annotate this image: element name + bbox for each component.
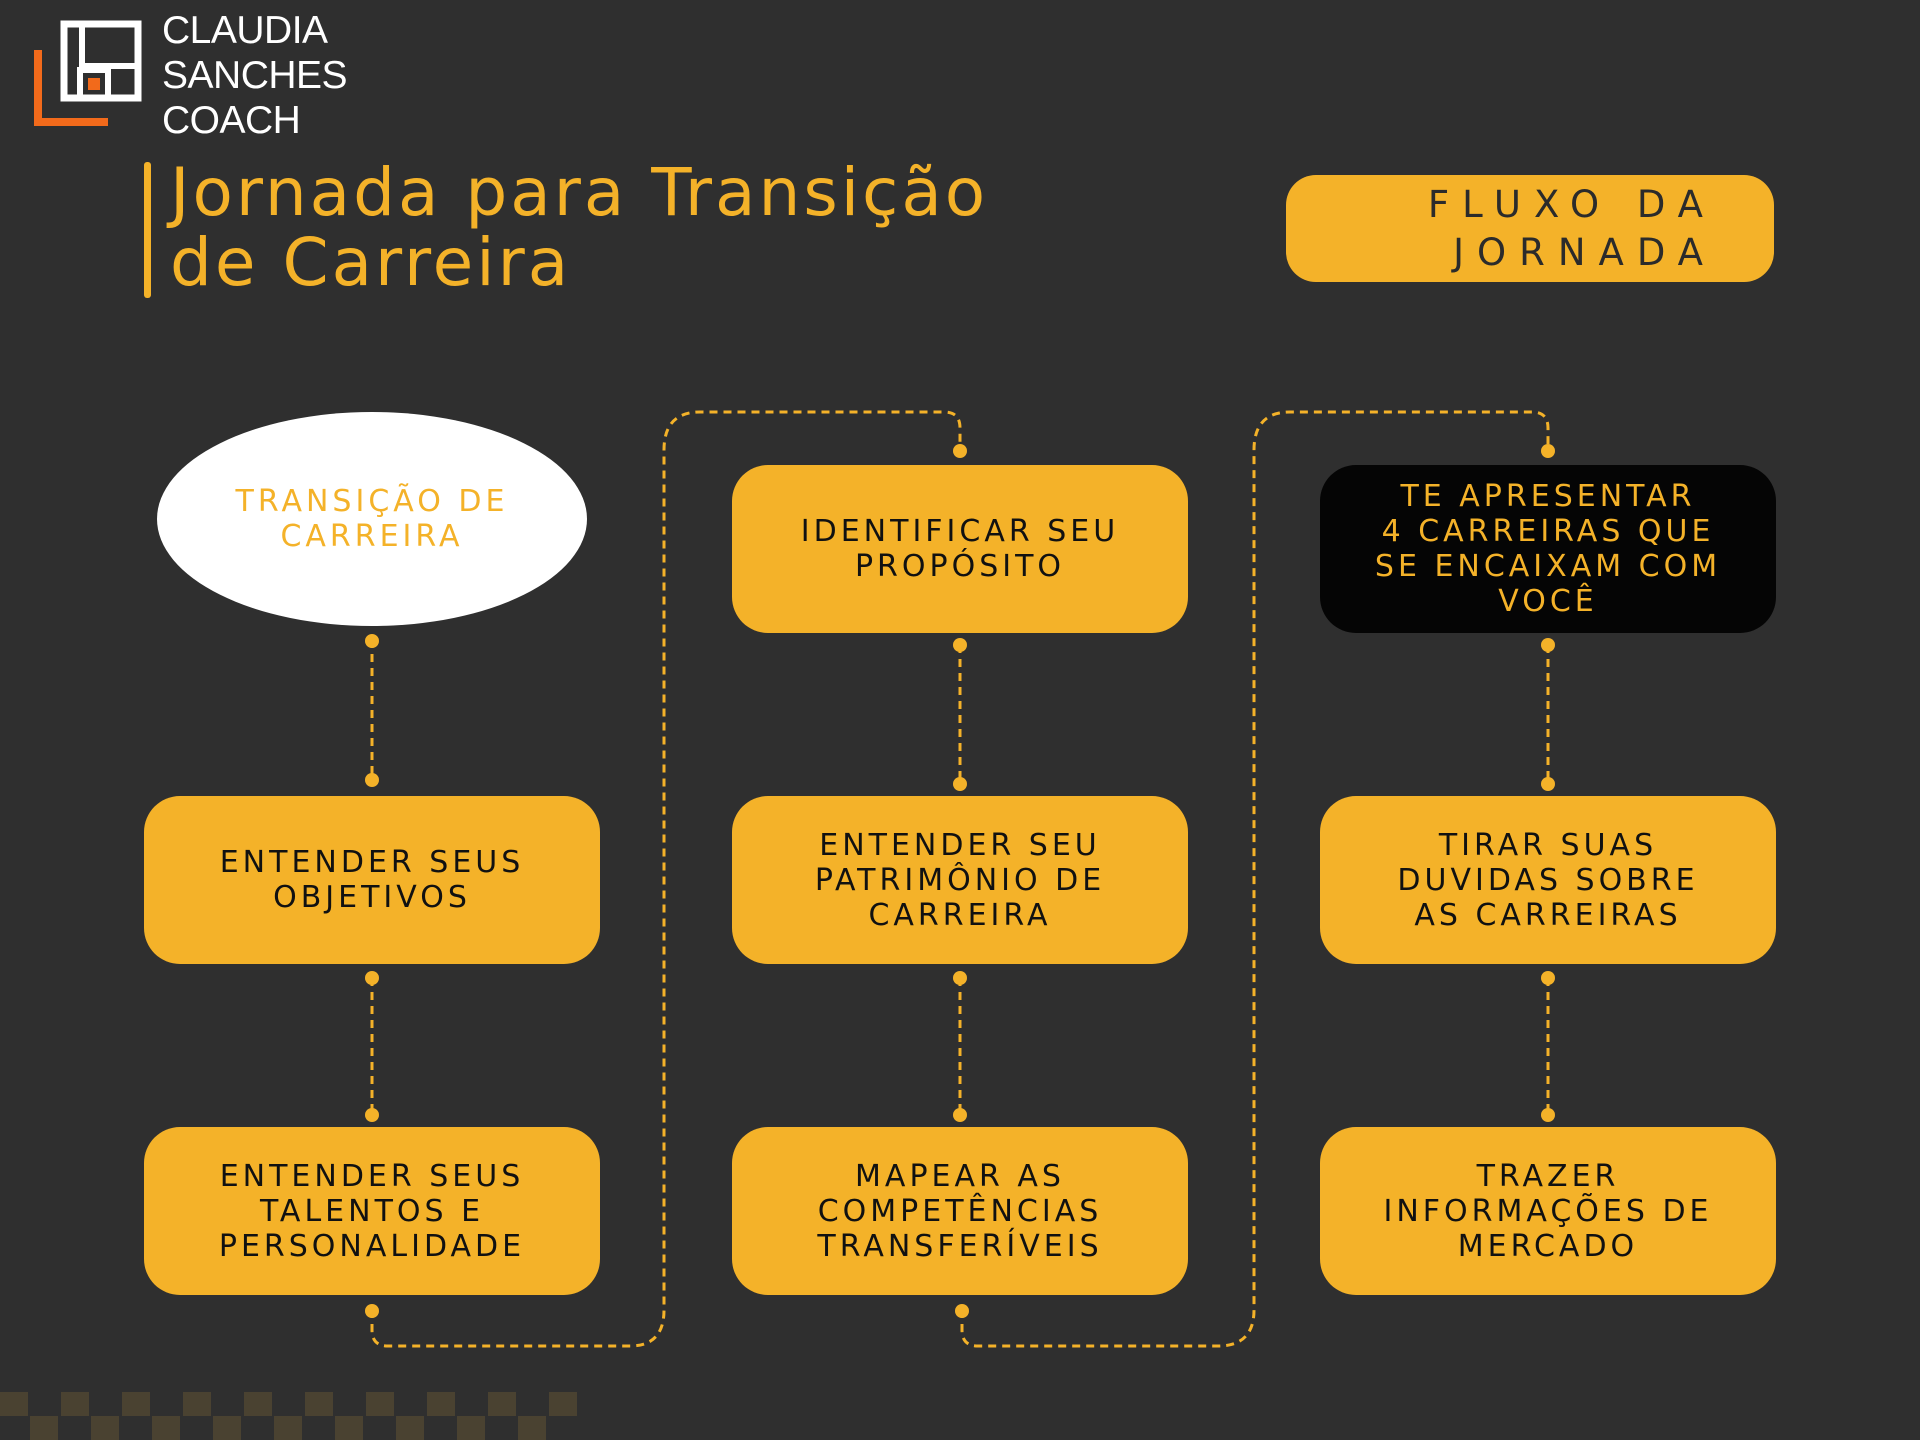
step-apresentar-carreiras: TE APRESENTAR 4 CARREIRAS QUE SE ENCAIXA…: [1320, 465, 1776, 633]
step-entender-talentos: ENTENDER SEUS TALENTOS E PERSONALIDADE: [144, 1127, 600, 1295]
decorative-checker-pattern: [0, 1392, 577, 1440]
brand-name: CLAUDIA SANCHES COACH: [162, 9, 348, 142]
step-informacoes-mercado: TRAZER INFORMAÇÕES DE MERCADO: [1320, 1127, 1776, 1295]
title-accent-bar: [144, 162, 151, 298]
step-mapear-competencias: MAPEAR AS COMPETÊNCIAS TRANSFERÍVEIS: [732, 1127, 1188, 1295]
step-entender-objetivos: ENTENDER SEUS OBJETIVOS: [144, 796, 600, 964]
flow-badge: FLUXO DA JORNADA: [1286, 175, 1774, 282]
flow-start-node: TRANSIÇÃO DE CARREIRA: [157, 412, 587, 626]
step-patrimonio-carreira: ENTENDER SEU PATRIMÔNIO DE CARREIRA: [732, 796, 1188, 964]
brand-logo-icon: [34, 20, 142, 126]
step-tirar-duvidas: TIRAR SUAS DUVIDAS SOBRE AS CARREIRAS: [1320, 796, 1776, 964]
step-identificar-proposito: IDENTIFICAR SEU PROPÓSITO: [732, 465, 1188, 633]
page-title: Jornada para Transição de Carreira: [170, 154, 989, 301]
